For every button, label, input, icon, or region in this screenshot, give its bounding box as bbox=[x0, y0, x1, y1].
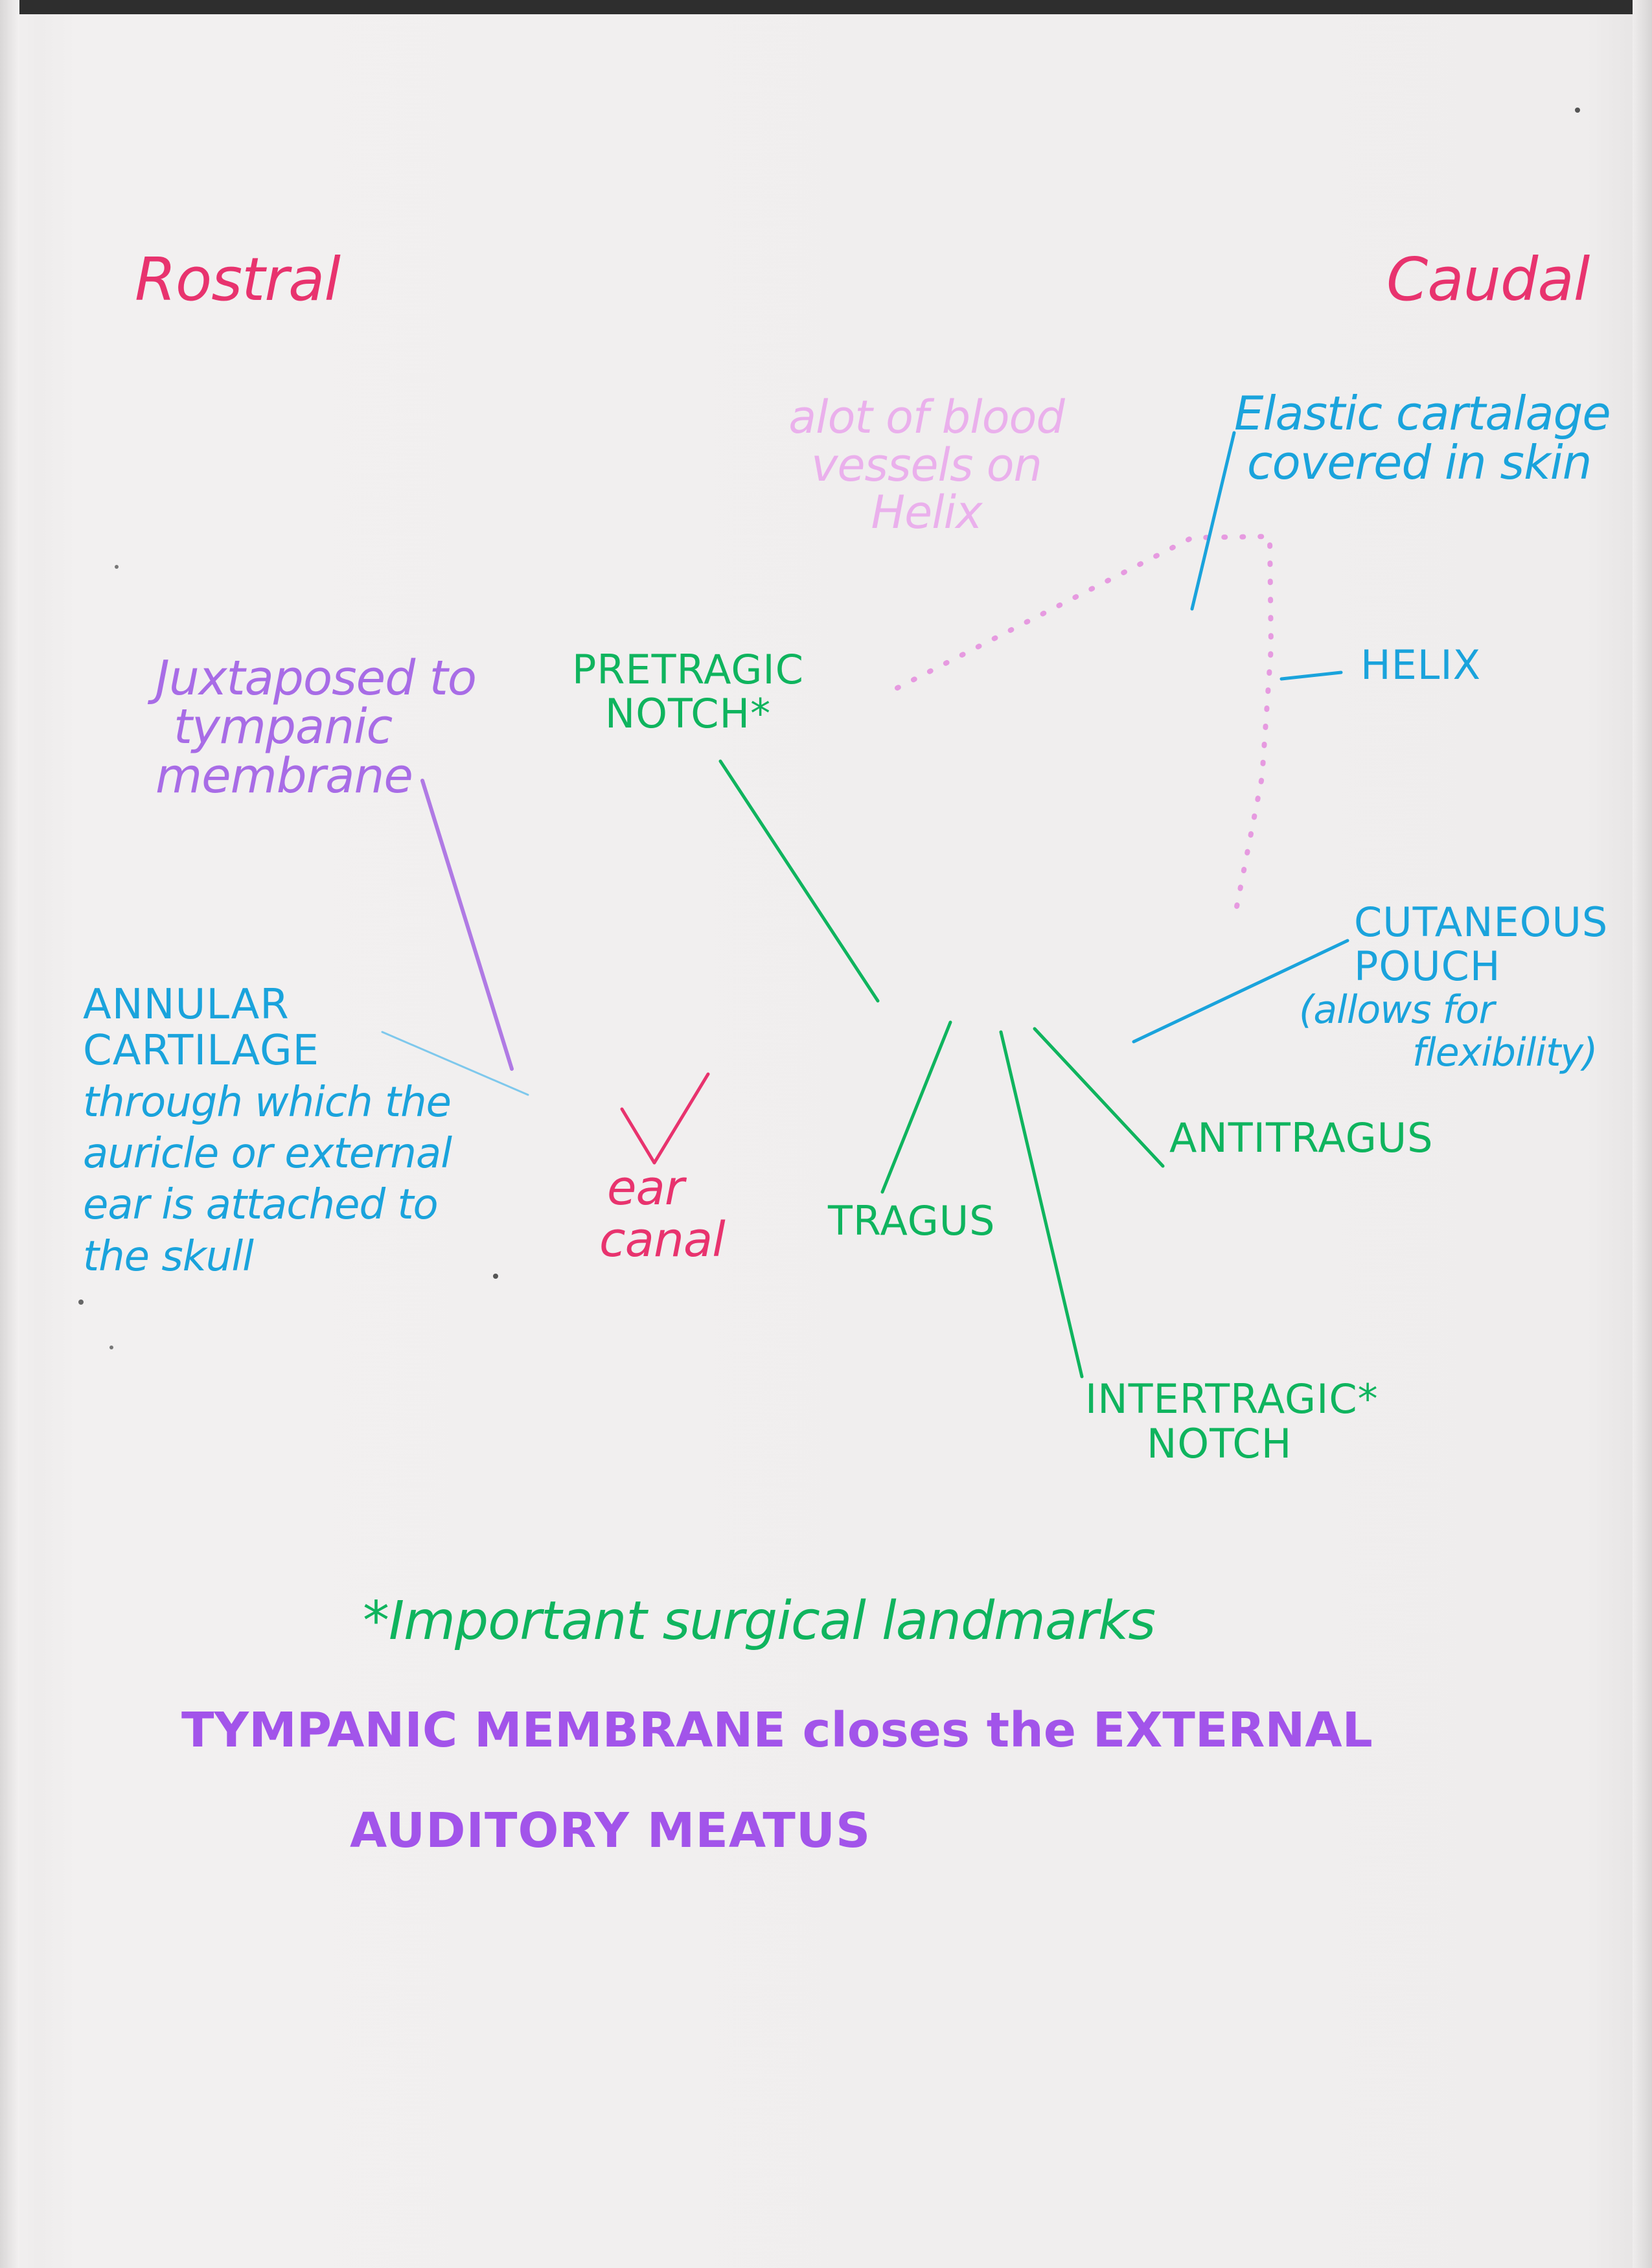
annular-cartilage-label: ANNULAR CARTILAGE through which the auri… bbox=[83, 979, 452, 1283]
surgical-landmarks-note: *Important surgical landmarks bbox=[363, 1590, 1156, 1652]
juxtaposed-line-1: Juxtaposed to bbox=[155, 650, 477, 706]
paper-speck bbox=[78, 1300, 84, 1305]
annular-line-1: ANNULAR bbox=[83, 981, 290, 1029]
annular-line-3: through which the bbox=[83, 1078, 452, 1127]
tragus-pointer bbox=[880, 1020, 952, 1194]
elastic-cartilage-line-1: Elastic cartalage bbox=[1234, 386, 1611, 441]
elastic-cartilage-line-2: covered in skin bbox=[1247, 435, 1592, 490]
scan-right-edge bbox=[1633, 0, 1652, 2268]
intertragic-notch-pointer bbox=[999, 1030, 1084, 1379]
ear-canal-label: ear canal bbox=[599, 1160, 726, 1268]
caudal-label: Caudal bbox=[1386, 245, 1590, 314]
juxtaposed-pointer bbox=[420, 779, 514, 1071]
pretragic-line-1: PRETRAGIC bbox=[571, 646, 805, 693]
rostral-label: Rostral bbox=[135, 245, 341, 314]
scan-top-edge bbox=[0, 0, 1652, 14]
intertragic-line-2: NOTCH bbox=[1147, 1420, 1292, 1468]
cutaneous-pouch-label: CUTANEOUS POUCH (allows for flexibility) bbox=[1299, 899, 1609, 1076]
cutaneous-line-4: flexibility) bbox=[1412, 1030, 1598, 1076]
scan-left-edge bbox=[0, 0, 19, 2268]
pretragic-notch-pointer bbox=[718, 759, 880, 1003]
pretragic-notch-label: PRETRAGIC NOTCH* bbox=[558, 646, 818, 738]
cutaneous-line-3: (allows for bbox=[1299, 987, 1495, 1033]
blood-vessels-line-1: alot of blood bbox=[788, 391, 1065, 444]
intertragic-notch-label: INTERTRAGIC* NOTCH bbox=[1085, 1377, 1379, 1467]
annular-line-6: the skull bbox=[83, 1232, 254, 1281]
blood-vessels-line-2: vessels on bbox=[811, 438, 1042, 492]
paper-speck bbox=[1575, 108, 1580, 113]
cutaneous-pouch-pointer bbox=[1132, 939, 1349, 1044]
juxtaposed-line-3: membrane bbox=[155, 748, 413, 804]
blood-vessels-note: alot of blood vessels on Helix bbox=[777, 391, 1075, 539]
tragus-label: TRAGUS bbox=[828, 1197, 996, 1244]
antitragus-pointer bbox=[1033, 1027, 1165, 1168]
annular-cartilage-pointer bbox=[381, 1031, 529, 1096]
intertragic-line-1: INTERTRAGIC* bbox=[1085, 1375, 1379, 1423]
ear-canal-line-2: canal bbox=[599, 1211, 726, 1268]
juxtaposed-line-2: tympanic bbox=[174, 699, 393, 755]
paper-speck bbox=[109, 1346, 113, 1349]
pretragic-line-2: NOTCH* bbox=[604, 690, 772, 738]
juxtaposed-note: Juxtaposed to tympanic membrane bbox=[155, 650, 477, 804]
ear-canal-checkmark bbox=[620, 1072, 710, 1165]
annular-line-5: ear is attached to bbox=[83, 1181, 439, 1230]
ear-canal-line-1: ear bbox=[607, 1160, 684, 1216]
antitragus-label: ANTITRAGUS bbox=[1169, 1114, 1434, 1162]
helix-dotted-outline bbox=[895, 533, 1274, 922]
cutaneous-line-2: POUCH bbox=[1354, 943, 1501, 991]
elastic-cartilage-note: Elastic cartalage covered in skin bbox=[1234, 389, 1611, 488]
annular-line-2: CARTILAGE bbox=[83, 1027, 320, 1075]
annular-line-4: auricle or external bbox=[83, 1130, 452, 1178]
helix-pointer bbox=[1279, 670, 1343, 681]
tympanic-membrane-note-line-1: TYMPANIC MEMBRANE closes the EXTERNAL bbox=[181, 1702, 1373, 1758]
blood-vessels-line-3: Helix bbox=[871, 486, 982, 539]
tympanic-membrane-note-line-2: AUDITORY MEATUS bbox=[350, 1803, 871, 1859]
paper-speck bbox=[115, 565, 119, 569]
helix-label: HELIX bbox=[1360, 641, 1482, 689]
elastic-cartilage-pointer bbox=[1190, 431, 1236, 611]
paper-speck bbox=[493, 1274, 498, 1279]
cutaneous-line-1: CUTANEOUS bbox=[1354, 899, 1609, 946]
